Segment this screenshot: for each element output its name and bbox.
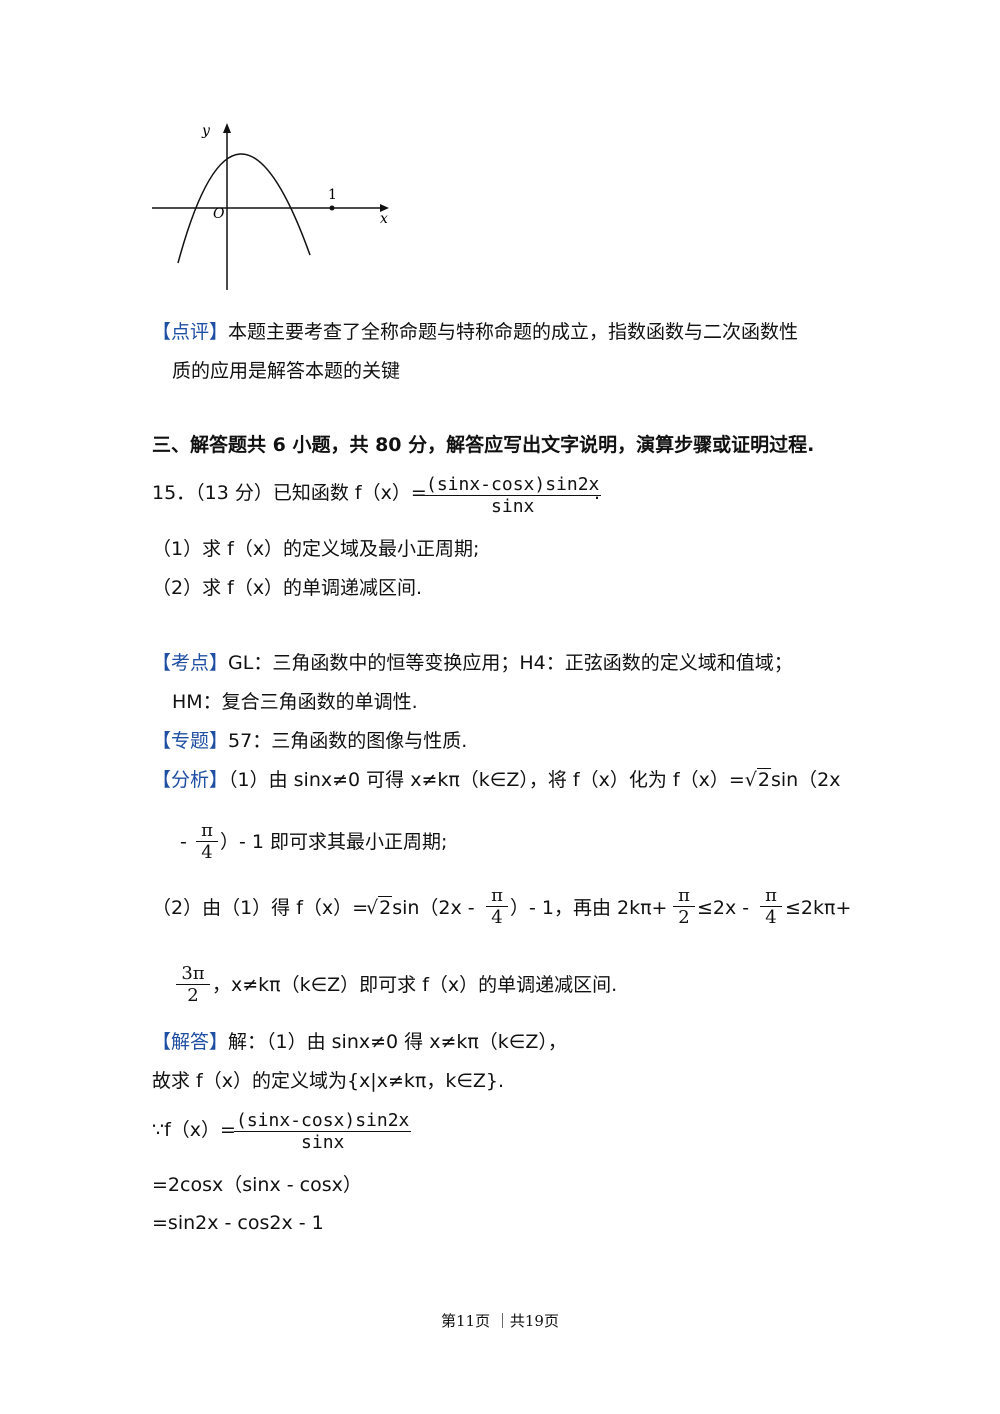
pi-over-2: π 2 [673,885,695,928]
q15-stem: 15．（13 分）已知函数 f（x）= [152,481,427,505]
fenxi-line-1: 【分析】（1）由 sinx≠0 可得 x≠kπ（k∈Z），将 f（x）化为 f（… [152,768,841,792]
fenxi-text-1a: （1）由 sinx≠0 可得 x≠kπ（k∈Z），将 f（x）化为 f（x）= [228,769,745,791]
three-pi-over-2: 3π 2 [176,963,210,1006]
frac-num-pi: π [201,820,213,841]
review-line-2: 质的应用是解答本题的关键 [172,360,401,382]
kaodian-text-1: GL：三角函数中的恒等变换应用；H4：正弦函数的定义域和值域； [228,652,793,674]
jieda-line-2: 故求 f（x）的定义域为{x|x≠kπ，k∈Z}. [152,1070,505,1092]
y-axis-arrow [223,123,231,133]
fraction-bar [424,495,602,496]
fenxi-line-3a: （2）由（1）得 f（x）= [152,897,369,919]
frac-den-2: 2 [678,907,690,928]
q15-part2: （2）求 f（x）的单调递减区间. [152,577,423,599]
q15-suffix: . [594,482,601,504]
kaodian-tag: 【考点】 [152,652,229,674]
fraction-bar [196,841,218,842]
sqrt-symbol: √2 [366,896,393,919]
parabola-curve [177,153,311,264]
jieda-frac-den: sinx [301,1132,345,1153]
jieda-tag: 【解答】 [152,1031,229,1053]
fenxi-line-3-sqrt: √2sin（2x - [366,896,475,920]
tick-label: 1 [328,187,337,203]
kaodian-line-1: 【考点】GL：三角函数中的恒等变换应用；H4：正弦函数的定义域和值域； [152,651,793,675]
frac-den-4: 4 [765,907,777,928]
fenxi-line-4: ，x≠kπ（k∈Z）即可求 f（x）的单调递减区间. [212,974,618,996]
jieda-line-5: =sin2x - cos2x - 1 [152,1212,324,1234]
frac-num-3pi: 3π [181,963,205,984]
frac-num-pi: π [491,885,503,906]
sqrt-radicand: 2 [378,896,393,919]
fenxi-text-1b: sin（2x [770,769,841,791]
x-axis-arrow [380,204,389,212]
fenxi-line-2-text: ）- 1 即可求其最小正周期; [220,831,448,853]
sqrt-symbol: √2 [744,768,771,791]
frac-den-2: 2 [187,985,199,1006]
pi-over-4-c: π 4 [760,885,782,928]
jieda-text-1: 解：（1）由 sinx≠0 得 x≠kπ（k∈Z）， [228,1031,567,1053]
jieda-fraction: (sinx-cosx)sin2x sinx [234,1110,412,1153]
origin-label: O [213,206,225,222]
fenxi-line-2-minus: - [180,831,187,853]
q15-part1: （1）求 f（x）的定义域及最小正周期; [152,538,480,560]
fenxi-line-3c: ）- 1，再由 2kπ+ [510,897,668,919]
jieda-frac-num: (sinx-cosx)sin2x [236,1110,410,1131]
zhuanti-line: 【专题】57：三角函数的图像与性质. [152,729,467,753]
y-axis-label: y [201,123,211,139]
q15-frac-den: sinx [491,496,535,517]
zhuanti-text: 57：三角函数的图像与性质. [228,730,468,752]
tick-point [329,205,335,211]
fraction-bar [673,906,695,907]
fenxi-text-3b: sin（2x - [392,897,475,919]
fraction-bar [234,1131,412,1132]
zhuanti-tag: 【专题】 [152,730,229,752]
section-heading: 三、解答题共 6 小题，共 80 分，解答应写出文字说明，演算步骤或证明过程. [152,434,815,456]
sqrt-radicand: 2 [756,768,771,791]
jieda-line-3: ∵f（x）= [152,1119,236,1141]
q15-prefix: 15．（13 分）已知函数 f（x）= [152,482,427,504]
fenxi-tag: 【分析】 [152,769,229,791]
frac-den-4: 4 [491,907,503,928]
page-footer: 第11页 ｜共19页 [441,1312,559,1330]
q15-frac-num: (sinx-cosx)sin2x [426,474,600,495]
fenxi-line-3e: ≤2kπ+ [785,897,852,919]
pi-over-4-b: π 4 [486,885,508,928]
fraction-bar [760,906,782,907]
jieda-line-1: 【解答】解：（1）由 sinx≠0 得 x≠kπ（k∈Z）， [152,1030,567,1054]
parabola-graph: y x O 1 [152,123,389,290]
kaodian-line-2: HM：复合三角函数的单调性. [172,691,418,713]
fraction-bar [176,984,210,985]
q15-fraction: (sinx-cosx)sin2x sinx [424,474,602,517]
pi-over-4-a: π 4 [196,820,218,863]
frac-num-pi: π [765,885,777,906]
frac-den-4: 4 [201,842,213,863]
fraction-bar [486,906,508,907]
frac-num-pi: π [678,885,690,906]
review-line-1: 【点评】本题主要考查了全称命题与特称命题的成立，指数函数与二次函数性 [152,320,798,344]
jieda-line-4: =2cosx（sinx - cosx） [152,1174,362,1196]
review-tag: 【点评】 [152,321,229,343]
x-axis-label: x [380,211,388,227]
review-text-1: 本题主要考查了全称命题与特称命题的成立，指数函数与二次函数性 [228,321,799,343]
fenxi-line-3d: ≤2x - [697,897,750,919]
